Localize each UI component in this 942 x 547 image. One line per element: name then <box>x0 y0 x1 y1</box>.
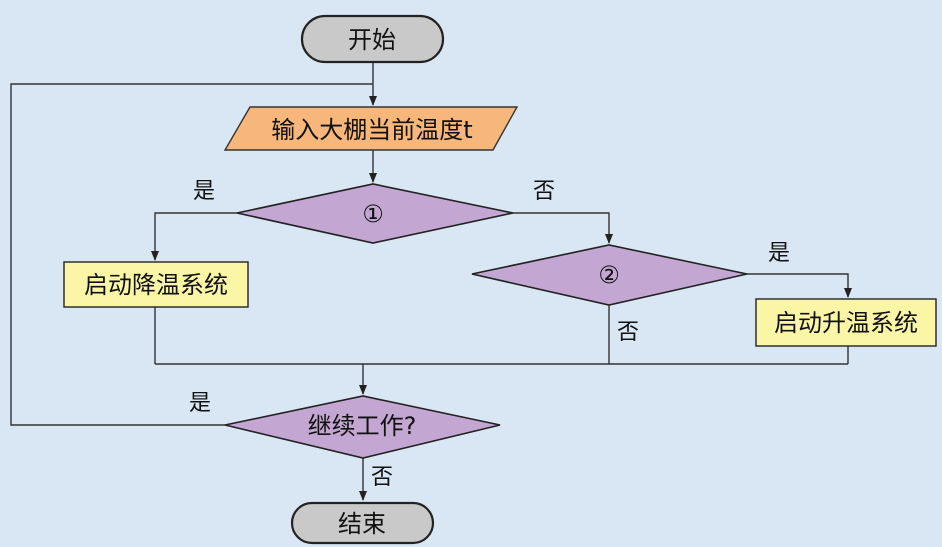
arrow-decision2-yes <box>747 273 852 298</box>
decision2-no-label: 否 <box>617 320 639 345</box>
arrow-decision1-no <box>513 212 613 244</box>
decision2-label: ② <box>598 261 620 289</box>
connectors <box>10 62 852 501</box>
end-terminal <box>290 501 435 545</box>
decision3-label: 继续工作? <box>308 412 417 440</box>
cooling-process-box <box>63 261 249 308</box>
decision1-diamond <box>236 183 514 244</box>
start-terminal <box>300 14 445 64</box>
decision3-yes-label: 是 <box>189 391 211 416</box>
decision1-no-label: 否 <box>533 179 555 204</box>
heating-process-label: 启动升温系统 <box>774 309 918 337</box>
input-label: 输入大棚当前温度t <box>271 116 472 144</box>
cooling-process-label: 启动降温系统 <box>84 271 228 299</box>
decision2-yes-label: 是 <box>768 241 790 266</box>
decision2-diamond <box>471 244 748 306</box>
arrow-decision1-yes <box>151 212 237 261</box>
start-label: 开始 <box>348 26 396 54</box>
heating-process-box <box>755 298 937 347</box>
decision3-diamond <box>224 395 501 459</box>
decision3-no-label: 否 <box>371 465 393 490</box>
end-label: 结束 <box>338 510 386 538</box>
input-parallelogram <box>223 106 519 151</box>
decision1-yes-label: 是 <box>193 179 215 204</box>
decision1-label: ① <box>362 200 384 228</box>
line-loop-back <box>10 83 373 426</box>
